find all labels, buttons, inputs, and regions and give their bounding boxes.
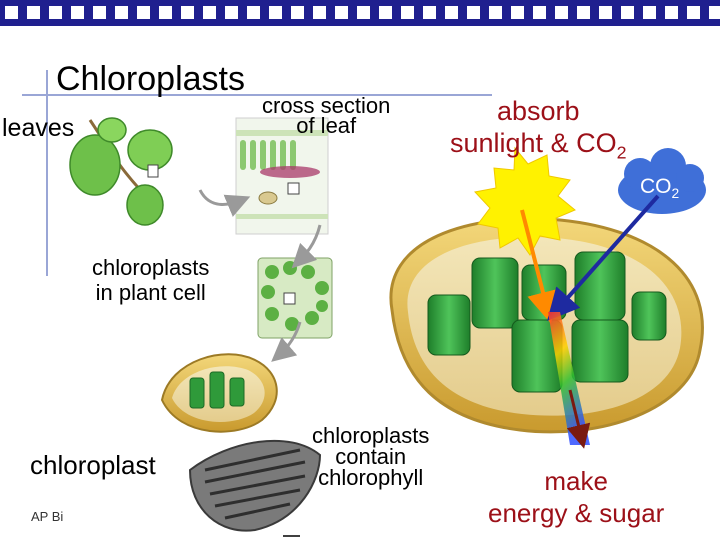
make-energy-sugar-label: make energy & sugar <box>488 466 665 528</box>
arrow-cell-to-chloroplast <box>271 321 302 362</box>
leaf-cross-section-image <box>235 117 329 235</box>
cross-section-label: cross section of leaf <box>262 93 391 138</box>
title-vertical-rule <box>46 70 48 276</box>
co2-arrow <box>547 194 660 321</box>
chloroplasts-contain-chlorophyll-label: chloroplasts contain chlorophyll <box>312 423 430 490</box>
thylakoid-stacks <box>427 251 667 393</box>
absorb-label: absorb sunlight & CO2 <box>450 96 627 163</box>
arrow-leaf-to-section <box>198 189 251 217</box>
light-spectrum-beam <box>548 312 590 445</box>
arrow-section-to-cell <box>291 224 322 269</box>
leaf-branch-image <box>69 117 173 226</box>
plant-cell-image <box>257 257 333 339</box>
sunlight-arrow <box>520 209 559 324</box>
chloroplast-cutaway-image <box>160 353 278 433</box>
energy-sugar-arrow <box>566 389 591 449</box>
title-horizontal-rule <box>22 94 492 96</box>
sun-icon <box>474 146 576 256</box>
chloroplast-label: chloroplast <box>30 450 156 480</box>
leaves-label: leaves <box>2 114 75 142</box>
large-chloroplast-image <box>389 217 704 434</box>
slide-top-bar <box>0 0 720 26</box>
co2-cloud-icon <box>618 148 706 214</box>
course-footer: AP Bi <box>31 509 64 524</box>
chloroplasts-in-plant-cell-label: chloroplasts in plant cell <box>92 255 210 305</box>
co2-cloud-label: CO2 <box>640 175 680 202</box>
chloroplast-micrograph-image <box>188 439 322 537</box>
slide-title: Chloroplasts <box>56 60 245 98</box>
